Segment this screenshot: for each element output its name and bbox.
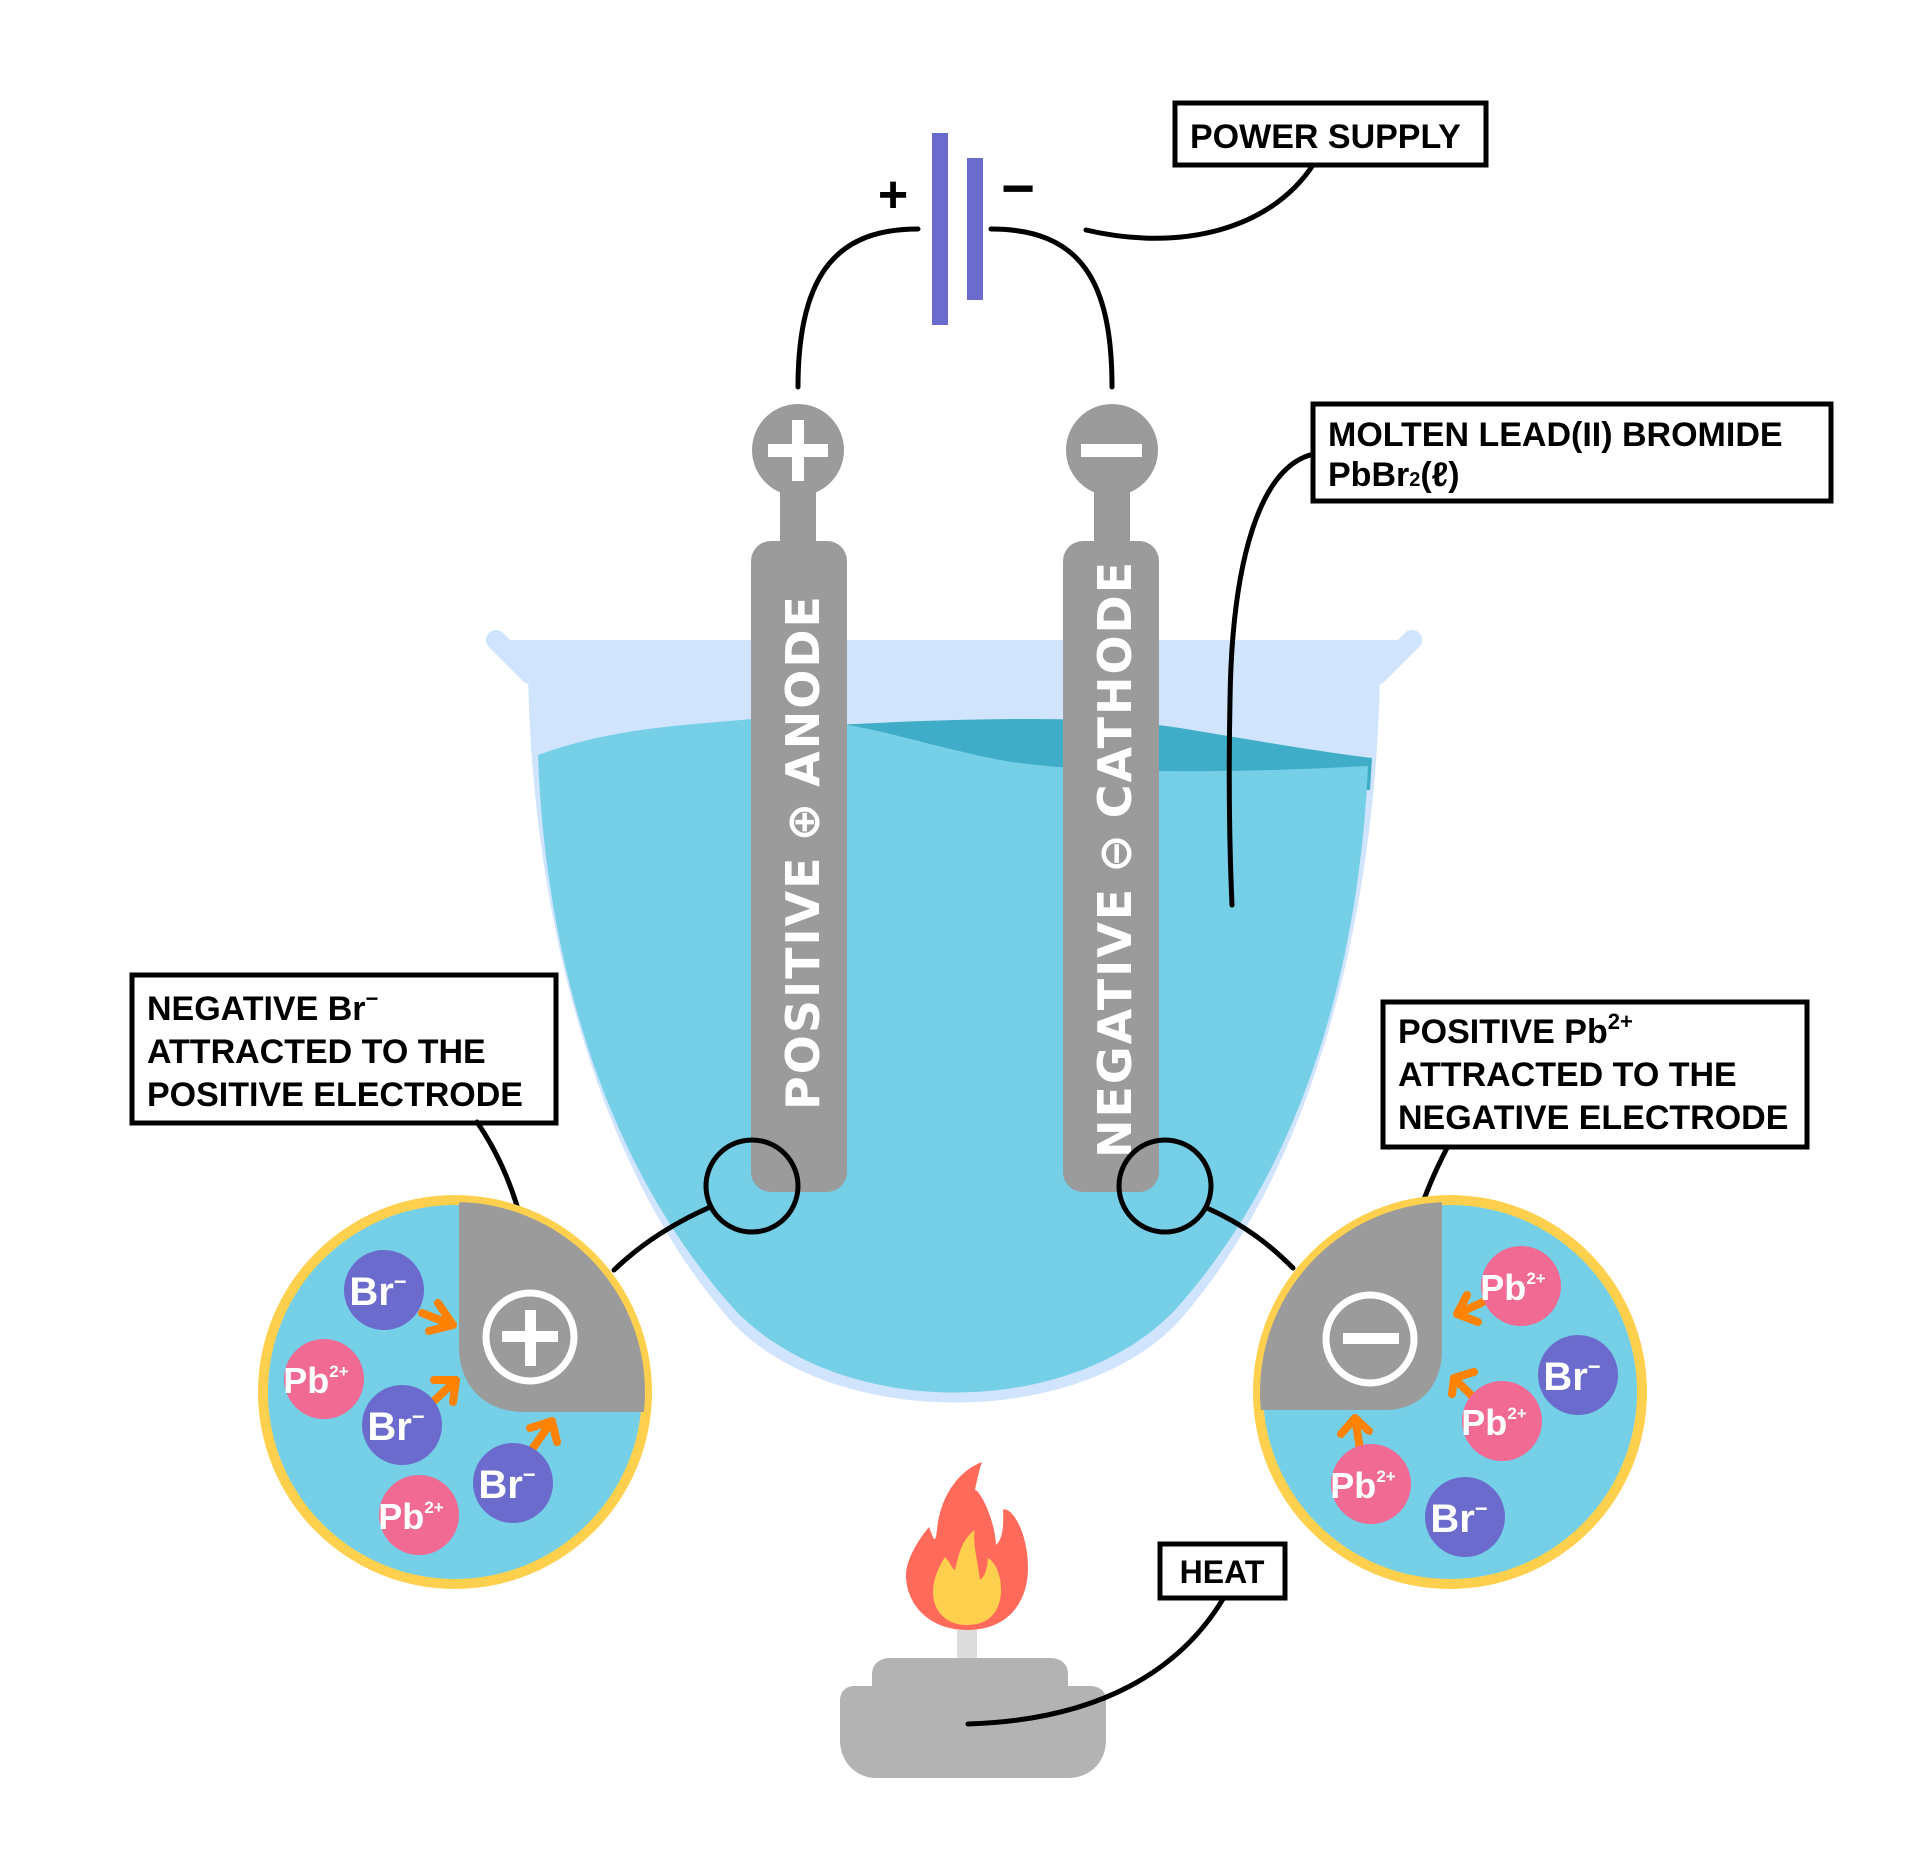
ion-br: Br− — [1538, 1335, 1618, 1415]
arrow-icon — [430, 1376, 460, 1406]
right-callout: POSITIVE Pb2+ ATTRACTED TO THE NEGATIVE … — [1380, 999, 1810, 1266]
power-supply-label: POWER SUPPLY — [1083, 100, 1489, 241]
battery-plus-sign: + — [878, 166, 908, 224]
svg-text:Pb2+: Pb2+ — [1480, 1267, 1545, 1308]
svg-text:HEAT: HEAT — [1180, 1554, 1265, 1590]
arrow-icon — [1337, 1414, 1373, 1453]
electrolyte-leader — [1226, 452, 1313, 908]
svg-text:POSITIVE Pb2+: POSITIVE Pb2+ — [1398, 1009, 1633, 1051]
ion-br: Br− — [344, 1250, 424, 1330]
burner — [840, 1462, 1106, 1778]
ion-br: Br− — [362, 1385, 442, 1465]
heat-leader — [965, 1596, 1226, 1727]
plus-icon — [768, 420, 828, 481]
battery-minus-sign: − — [1001, 156, 1035, 221]
burner-stem — [957, 1630, 977, 1660]
svg-text:Br−: Br− — [367, 1404, 424, 1449]
cathode-zoom-connector — [1204, 1205, 1296, 1271]
svg-text:PbBr2(ℓ): PbBr2(ℓ) — [1328, 456, 1460, 494]
burner-base — [840, 1686, 1106, 1778]
arrow-icon — [1453, 1291, 1487, 1326]
ion-pb: Pb2+ — [1461, 1381, 1542, 1461]
minus-icon — [1081, 444, 1142, 457]
right-zoom-minus-icon — [1343, 1333, 1399, 1344]
ion-br: Br− — [473, 1443, 553, 1523]
svg-text:ATTRACTED TO THE: ATTRACTED TO THE — [1398, 1056, 1737, 1094]
cathode-rod — [1063, 541, 1159, 1192]
anode: POSITIVE⊕ANODE — [751, 404, 847, 1192]
right-zoom-minus-ring — [1322, 1291, 1418, 1387]
cathode-label: NEGATIVE⊖CATHODE — [1088, 560, 1142, 1158]
right-zoom-view: Pb2+ Br− Pb2+ Pb2+ Br− — [1253, 1195, 1647, 1589]
left-callout: NEGATIVE Br− ATTRACTED TO THE POSITIVE E… — [129, 972, 559, 1244]
beaker — [486, 630, 1422, 1403]
battery-long-plate — [932, 133, 948, 325]
left-zoom-plus-icon — [502, 1310, 558, 1366]
svg-text:POWER SUPPLY: POWER SUPPLY — [1190, 118, 1461, 156]
svg-text:NEGATIVE ELECTRODE: NEGATIVE ELECTRODE — [1398, 1099, 1788, 1137]
wire-right — [988, 226, 1115, 390]
molten-liquid — [538, 718, 1368, 1393]
svg-text:Br−: Br− — [478, 1462, 535, 1507]
wire-left — [795, 226, 921, 390]
heat-label: HEAT — [965, 1541, 1288, 1727]
svg-text:Pb2+: Pb2+ — [1330, 1465, 1395, 1506]
battery-short-plate — [967, 158, 983, 300]
left-zoom-plus-ring — [482, 1289, 578, 1385]
cathode: NEGATIVE⊖CATHODE — [1063, 404, 1159, 1192]
electrolyte-label: MOLTEN LEAD(II) BROMIDE PbBr2(ℓ) — [1226, 401, 1834, 908]
arrow-icon — [526, 1417, 561, 1452]
anode-label: POSITIVE⊕ANODE — [776, 594, 830, 1110]
flame-inner-icon — [933, 1530, 1001, 1625]
ion-pb: Pb2+ — [1330, 1444, 1411, 1524]
anode-rod — [751, 541, 847, 1192]
left-zoom-view: Br− Pb2+ Br− Br− Pb2+ — [258, 1195, 652, 1589]
svg-text:Br−: Br− — [1430, 1496, 1487, 1541]
svg-text:Pb2+: Pb2+ — [283, 1360, 348, 1401]
svg-text:POSITIVE ELECTRODE: POSITIVE ELECTRODE — [147, 1076, 523, 1114]
cathode-focus-circle — [1116, 1137, 1214, 1235]
cathode-neck — [1094, 470, 1130, 550]
anode-zoom-connector — [611, 1205, 711, 1273]
svg-text:Pb2+: Pb2+ — [1461, 1402, 1526, 1443]
power-supply-leader — [1083, 162, 1316, 241]
ion-br: Br− — [1425, 1477, 1505, 1557]
ion-pb: Pb2+ — [378, 1475, 459, 1555]
anode-focus-circle — [703, 1137, 801, 1235]
svg-text:ATTRACTED TO THE: ATTRACTED TO THE — [147, 1033, 486, 1071]
anode-neck — [780, 470, 816, 550]
svg-text:Br−: Br− — [349, 1269, 406, 1314]
ion-pb: Pb2+ — [1480, 1246, 1561, 1326]
arrow-icon — [1448, 1368, 1478, 1400]
svg-text:MOLTEN LEAD(II) BROMIDE: MOLTEN LEAD(II) BROMIDE — [1328, 416, 1783, 454]
svg-text:NEGATIVE Br−: NEGATIVE Br− — [147, 986, 378, 1028]
svg-text:Br−: Br− — [1543, 1354, 1600, 1399]
svg-text:Pb2+: Pb2+ — [378, 1496, 443, 1537]
ion-pb: Pb2+ — [283, 1339, 364, 1419]
arrow-icon — [418, 1299, 457, 1335]
power-supply: + − — [795, 133, 1115, 390]
